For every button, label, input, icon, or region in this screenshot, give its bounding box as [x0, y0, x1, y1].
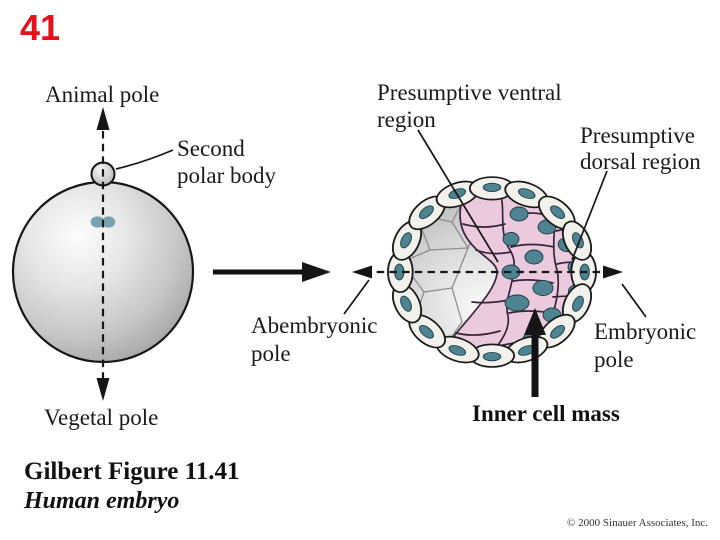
abembryonic-pole-label-line1: Abembryonic	[251, 313, 377, 338]
copyright-credit: © 2000 Sinauer Associates, Inc.	[567, 517, 708, 529]
vegetal-pole-arrowhead	[96, 378, 110, 401]
embryonic-pole-label-line1: Embryonic	[594, 319, 696, 344]
vegetal-pole-label: Vegetal pole	[44, 405, 158, 430]
egg-diagram: Animal pole Second polar body Vegetal po…	[11, 82, 277, 430]
presumptive-dorsal-label-line2: dorsal region	[580, 149, 701, 174]
transition-arrow	[213, 262, 331, 282]
second-polar-body-label-line2: polar body	[177, 163, 277, 188]
abembryonic-pole-label-line2: pole	[251, 341, 291, 366]
blastocyst-diagram: Presumptive ventral region Presumptive d…	[251, 80, 701, 426]
animal-pole-arrowhead	[96, 107, 110, 130]
abembryonic-leader-line	[343, 279, 370, 315]
embryonic-pole-label-line2: pole	[594, 347, 634, 372]
ventral-leader-line	[417, 129, 499, 263]
second-polar-body-label-line1: Second	[177, 136, 245, 161]
presumptive-ventral-label-line2: region	[377, 107, 436, 132]
animal-pole-label: Animal pole	[45, 82, 159, 107]
slide-number: 41	[20, 7, 60, 48]
presumptive-dorsal-label-line1: Presumptive	[580, 123, 695, 148]
abembryonic-arrowhead	[352, 265, 372, 279]
embryonic-leader-line	[621, 283, 647, 318]
inner-cell-mass-label: Inner cell mass	[472, 401, 620, 426]
spindle-icon	[90, 216, 116, 228]
figure-caption: Gilbert Figure 11.41	[24, 458, 240, 485]
inner-cell-mass-arrow	[524, 308, 546, 397]
embryonic-arrowhead	[603, 265, 623, 279]
polar-body-leader-line	[115, 149, 174, 170]
presumptive-ventral-label-line1: Presumptive ventral	[377, 80, 562, 105]
figure-subject: Human embryo	[23, 488, 179, 514]
dorsal-leader-line	[571, 170, 608, 261]
